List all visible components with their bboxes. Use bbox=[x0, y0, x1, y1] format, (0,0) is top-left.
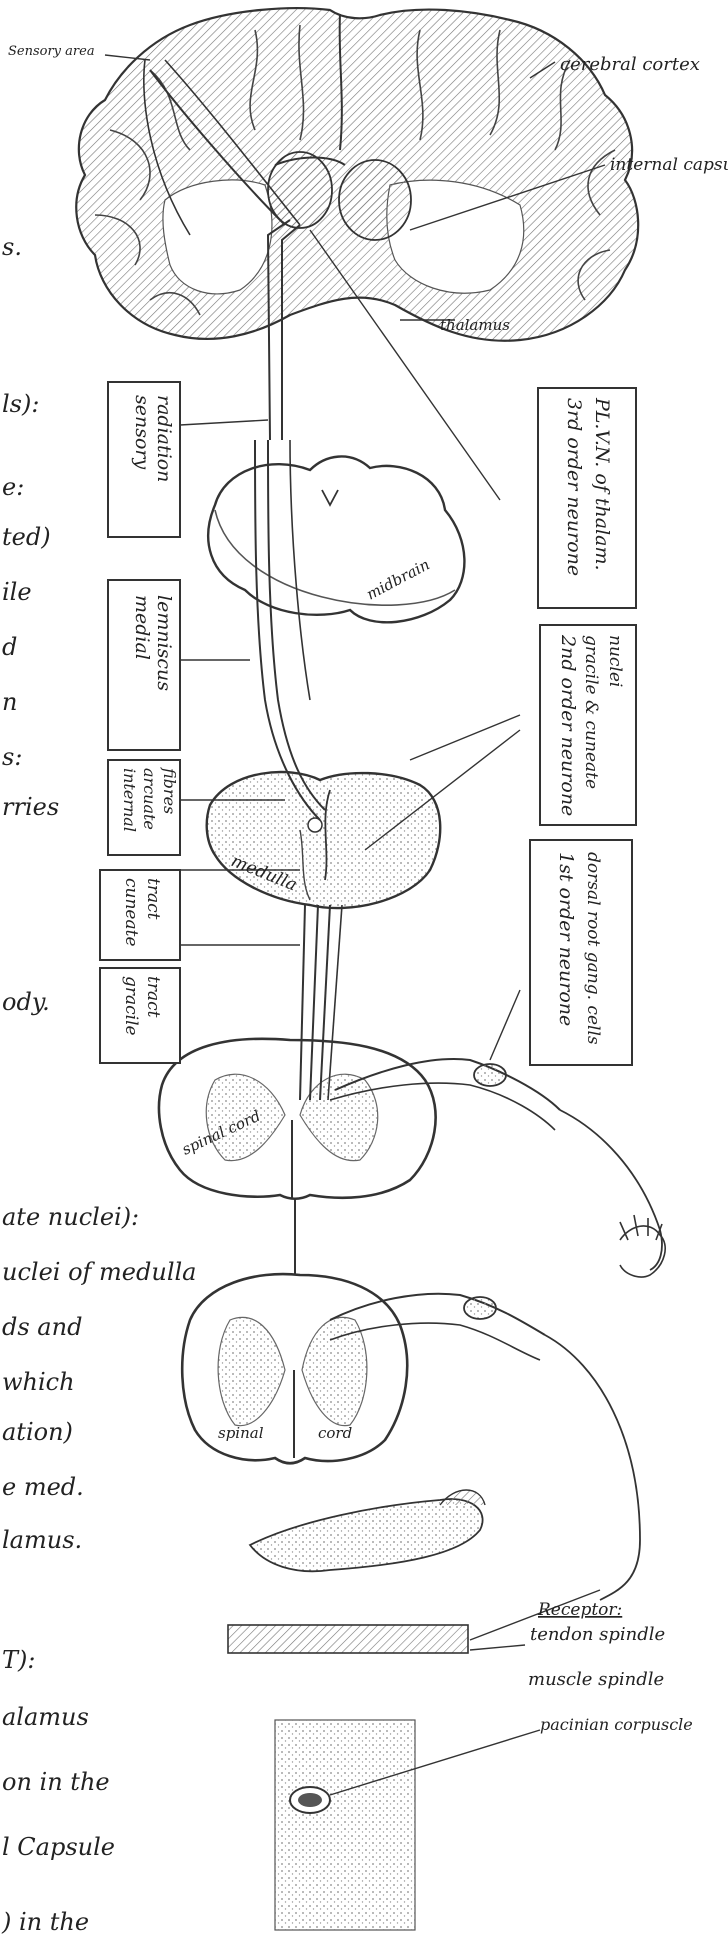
fragment-13: ds and bbox=[2, 1313, 82, 1341]
fragment-18: T): bbox=[2, 1646, 35, 1674]
fragment-12: uclei of medulla bbox=[2, 1258, 196, 1286]
fragment-17: lamus. bbox=[2, 1526, 82, 1554]
medulla-section bbox=[207, 772, 441, 908]
box-internal-arcuate-line-2: arcuate bbox=[140, 768, 159, 830]
box-gracile-tract-line-2: tract bbox=[143, 976, 163, 1018]
fragment-16: e med. bbox=[2, 1473, 84, 1501]
box-cuneate-tract-line-2: tract bbox=[143, 878, 163, 920]
fragment-1: s. bbox=[2, 233, 22, 261]
fragment-6: d bbox=[2, 633, 17, 661]
fragment-5: ile bbox=[2, 578, 32, 606]
label-thalamus: thalamus bbox=[440, 316, 510, 334]
skin-section bbox=[275, 1720, 415, 1930]
box-1st-order-line-2: dorsal root gang. cells bbox=[583, 852, 603, 1045]
box-medial-lemniscus-line-1: medial bbox=[131, 595, 153, 660]
label-pacinian-corpuscle: pacinian corpuscle bbox=[540, 1715, 693, 1734]
fragment-11: ate nuclei): bbox=[2, 1203, 139, 1231]
fragment-2: ls): bbox=[2, 390, 39, 418]
fragment-21: l Capsule bbox=[2, 1833, 115, 1861]
box-2nd-order-line-1: 2nd order neurone bbox=[557, 634, 579, 816]
fragment-3: e: bbox=[2, 473, 24, 501]
label-sensory-area: Sensory area bbox=[8, 44, 95, 59]
label-cerebral-cortex: cerebral cortex bbox=[560, 54, 700, 75]
white-matter-left bbox=[163, 180, 272, 294]
left-label-boxes: sensory radiation medial lemniscus inter… bbox=[100, 382, 180, 1063]
box-2nd-order-line-3: nuclei bbox=[605, 635, 625, 687]
right-label-boxes: 3rd order neurone PL.V.N. of thalam. 2nd… bbox=[530, 388, 636, 1065]
fragment-15: ation) bbox=[2, 1418, 73, 1446]
fragment-10: ody. bbox=[2, 988, 50, 1016]
fragment-19: alamus bbox=[2, 1703, 89, 1731]
box-medial-lemniscus-line-2: lemniscus bbox=[153, 595, 175, 691]
box-internal-arcuate-line-3: fibres bbox=[160, 767, 179, 814]
dorsal-root-ganglion-lower bbox=[464, 1297, 496, 1319]
fragment-4: ted) bbox=[2, 523, 51, 551]
box-sensory-radiation-line-1: sensory bbox=[131, 395, 153, 470]
label-spinal-cord-lower-left: spinal bbox=[218, 1424, 264, 1442]
midbrain-section bbox=[208, 456, 464, 622]
receptor-sketches bbox=[228, 1490, 485, 1930]
dorsal-root-ganglion-upper bbox=[474, 1064, 506, 1086]
box-3rd-order-line-1: 3rd order neurone bbox=[563, 398, 585, 576]
muscle-fibre-strip bbox=[228, 1625, 468, 1653]
box-1st-order-line-1: 1st order neurone bbox=[555, 852, 577, 1026]
box-2nd-order-line-2: gracile & cuneate bbox=[581, 635, 601, 789]
box-3rd-order-line-2: PL.V.N. of thalam. bbox=[591, 397, 613, 571]
fragment-22: ) in the bbox=[1, 1908, 89, 1936]
thalamus-right bbox=[339, 160, 411, 240]
box-gracile-tract-line-1: gracile bbox=[121, 976, 141, 1036]
label-muscle-spindle: muscle spindle bbox=[528, 1669, 664, 1690]
box-cuneate-tract-line-1: cuneate bbox=[121, 878, 141, 947]
fragment-14: which bbox=[2, 1368, 75, 1396]
box-sensory-radiation-line-2: radiation bbox=[153, 395, 175, 482]
label-tendon-spindle: tendon spindle bbox=[530, 1624, 665, 1645]
fragment-9: rries bbox=[2, 793, 59, 821]
box-internal-arcuate-line-1: internal bbox=[120, 768, 139, 832]
spinal-cord-upper-section bbox=[159, 1039, 436, 1199]
label-internal-capsule: internal capsule bbox=[610, 155, 728, 175]
muscle-belly-sketch bbox=[250, 1499, 483, 1571]
fragment-8: s: bbox=[2, 743, 22, 771]
label-receptor: Receptor: bbox=[537, 1600, 622, 1620]
fragment-20: on in the bbox=[2, 1768, 110, 1796]
label-spinal-cord-lower-right: cord bbox=[318, 1424, 352, 1442]
fragment-7: n bbox=[2, 688, 17, 716]
